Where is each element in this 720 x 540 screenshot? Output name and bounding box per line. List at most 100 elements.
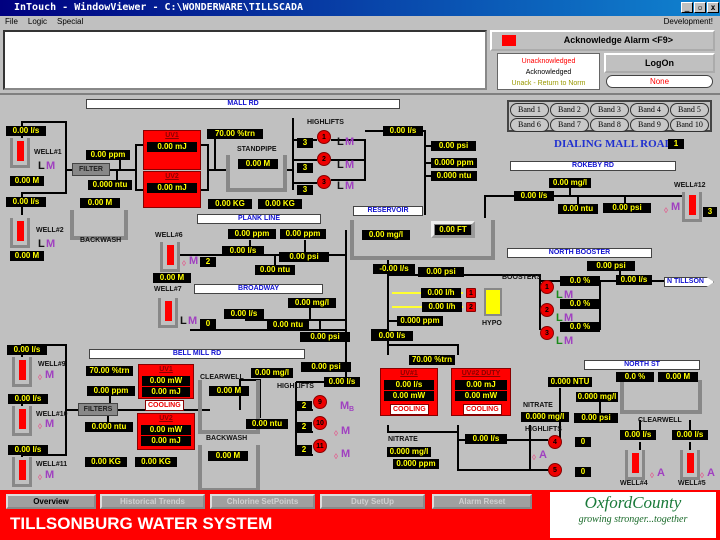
acknowledge-alarm-button[interactable]: Acknowledge Alarm <F9> [490,30,715,51]
mode-local: L [38,238,45,250]
label-well11: WELL#11 [36,461,68,468]
well-10-tank[interactable] [12,406,32,436]
logo-text: OxfordCounty [584,493,682,512]
pump-icon[interactable]: 10 [313,416,327,430]
value-display: 2 [200,257,216,267]
mode-manual: M [345,136,355,148]
hypo-tank[interactable] [484,288,502,316]
value-display: 0.00 ntu [246,419,288,429]
mode-off: ◊ [664,206,668,215]
label-backwash-bell: BACKWASH [206,435,248,442]
menu-special[interactable]: Special [57,17,84,26]
well-12-tank[interactable] [682,192,702,222]
pump-icon[interactable]: 5 [548,463,562,477]
value-display: 0.00 ntu [558,204,598,214]
value-display: 0.00 l/s [383,126,423,136]
band-3-button[interactable]: Band 3 [590,103,629,117]
hypo-pump-icon[interactable]: 2 [466,302,476,312]
value-display: 0.00 mJ [140,436,192,446]
alarm-list[interactable] [3,30,487,90]
well-2-tank[interactable] [10,218,30,248]
band-10-button[interactable]: Band 10 [670,118,709,132]
band-8-button[interactable]: Band 8 [590,118,629,132]
value-display: 0.00 l/h [422,302,462,312]
pump-icon[interactable]: 2 [540,303,554,317]
pump-icon[interactable]: 3 [317,175,331,189]
filters-unit[interactable]: FILTERS [78,403,118,416]
band-1-button[interactable]: Band 1 [510,103,549,117]
label-nitrate: NITRATE [523,402,553,409]
minimize-button[interactable]: _ [681,2,693,13]
well-1-tank[interactable] [10,138,30,168]
well-9-tank[interactable] [12,357,32,387]
pump-icon[interactable]: 1 [317,130,331,144]
value-display: 0.00 KG [258,199,302,209]
band-6-button[interactable]: Band 6 [510,118,549,132]
pump-icon[interactable]: 11 [313,439,327,453]
logon-button[interactable]: LogOn [604,53,715,73]
band-9-button[interactable]: Band 9 [630,118,669,132]
well-11-tank[interactable] [12,457,32,487]
well-5-tank[interactable] [680,450,700,480]
maximize-button[interactable]: ▫ [694,2,706,13]
pump-icon[interactable]: 1 [540,280,554,294]
pump-icon[interactable]: 4 [548,435,562,449]
close-button[interactable]: x [707,2,719,13]
menu-file[interactable]: File [5,17,18,26]
hypo-pump-icon[interactable]: 1 [466,288,476,298]
value-display: 0.00 mg/l [362,230,410,240]
mode-local: L [556,312,563,324]
pump-icon[interactable]: 2 [317,152,331,166]
nav-overview[interactable]: Overview [6,494,96,509]
section-plank-line: PLANK LINE [197,214,321,224]
value-display: 0.00 mg/l [549,178,591,188]
nav-historical-trends[interactable]: Historical Trends [100,494,205,509]
band-5-button[interactable]: Band 5 [670,103,709,117]
value-display: 0.00 psi [587,261,635,271]
value-display: 0.00 mg/l [251,368,293,378]
value-display: 0.00 ppm [280,229,326,239]
value-display: 0.000 mg/l [576,392,618,402]
well-7-tank[interactable] [158,298,178,328]
mode-auto: A [539,449,547,461]
value-display: 0.00 KG [208,199,252,209]
nav-alarm-reset[interactable]: Alarm Reset [432,494,532,509]
mode-local: L [556,289,563,301]
mode-local: L [337,180,344,192]
value-display: 0.00 mW [454,391,508,401]
well-6-tank[interactable] [160,242,180,272]
title-bar: InTouch - WindowViewer - C:\WONDERWARE\T… [0,0,720,16]
value-display: 0.00 mW [383,391,435,401]
oxford-county-logo: OxfordCounty growing stronger...together [550,492,716,538]
value-display: 0.0 % [560,299,600,309]
n-tillson-outlet-arrow[interactable]: N TILLSON [664,277,714,287]
label-highlifts: HIGHLIFTS [307,119,344,126]
value-display: 0.00 l/s [6,197,46,207]
well-4-tank[interactable] [625,450,645,480]
value-display: 3 [297,185,313,195]
band-4-button[interactable]: Band 4 [630,103,669,117]
band-7-button[interactable]: Band 7 [550,118,589,132]
nav-duty-setup[interactable]: Duty SetUp [320,494,425,509]
value-display: 0.00 psi [301,362,351,372]
nav-chlorine-setpoints[interactable]: Chlorine SetPoints [210,494,315,509]
pump-icon[interactable]: 9 [313,395,327,409]
value-display: 0.00 l/h [421,288,461,298]
pump-icon[interactable]: 3 [540,326,554,340]
value-display: 0.00 mg/l [288,298,336,308]
band-2-button[interactable]: Band 2 [550,103,589,117]
uv-title: UV1 [165,132,179,139]
value-display: 0.00 l/s [6,126,46,136]
section-north-st: NORTH ST [584,360,700,370]
filter-unit[interactable]: FILTER [72,163,110,176]
value-display: 0.00 M [208,451,248,461]
value-display: 0 [575,437,591,447]
section-north-booster: NORTH BOOSTER [507,248,652,258]
value-display: 0.0 % [560,276,600,286]
label-standpipe: STANDPIPE [237,146,277,153]
menu-logic[interactable]: Logic [27,17,48,26]
